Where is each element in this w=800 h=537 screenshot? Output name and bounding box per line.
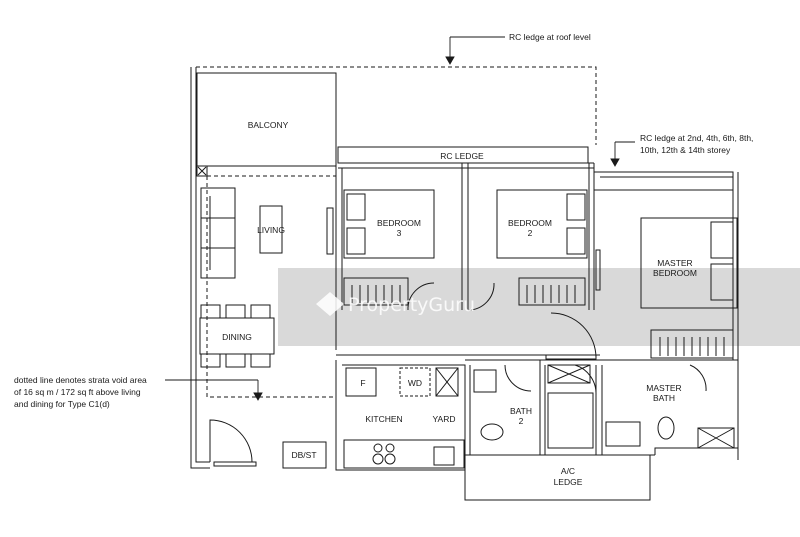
- annotation-leaders: [165, 36, 635, 401]
- ac-ledge-label: A/C: [561, 466, 575, 476]
- balcony-label: BALCONY: [248, 120, 289, 130]
- bedroom3-label: BEDROOM: [377, 218, 421, 228]
- bath2-label: BATH: [510, 406, 532, 416]
- rc-ledge-label: RC LEDGE: [440, 151, 484, 161]
- wd-label: WD: [408, 378, 422, 388]
- propertyguru-logo-icon: [316, 292, 344, 316]
- master-bath-label: MASTER: [646, 383, 681, 393]
- roof-ledge-note: RC ledge at roof level: [509, 32, 591, 42]
- living-label: LIVING: [257, 225, 285, 235]
- master-bedroom-label: MASTER: [657, 258, 692, 268]
- kitchen-label: KITCHEN: [365, 414, 402, 424]
- void-note-3: and dining for Type C1(d): [14, 399, 110, 409]
- watermark-band: [278, 268, 800, 346]
- watermark-text: PropertyGuru: [348, 294, 475, 316]
- storey-ledge-note-1: RC ledge at 2nd, 4th, 6th, 8th,: [640, 133, 753, 143]
- bedroom2-label: BEDROOM: [508, 218, 552, 228]
- void-note-1: dotted line denotes strata void area: [14, 375, 147, 385]
- void-note-2: of 16 sq m / 172 sq ft above living: [14, 387, 141, 397]
- fridge-label: F: [360, 378, 365, 388]
- dining-label: DINING: [222, 332, 252, 342]
- master-bedroom-label-2: BEDROOM: [653, 268, 697, 278]
- storey-ledge-note-2: 10th, 12th & 14th storey: [640, 145, 731, 155]
- furniture: [199, 187, 738, 469]
- bedroom3-number: 3: [397, 228, 402, 238]
- watermark-logo: PropertyGuru: [316, 292, 475, 316]
- master-bath-label-2: BATH: [653, 393, 675, 403]
- walls: [190, 66, 739, 501]
- yard-label: YARD: [433, 414, 456, 424]
- bedroom2-number: 2: [528, 228, 533, 238]
- ac-ledge-label-2: LEDGE: [554, 477, 583, 487]
- bath2-number: 2: [519, 416, 524, 426]
- dbst-label: DB/ST: [291, 450, 316, 460]
